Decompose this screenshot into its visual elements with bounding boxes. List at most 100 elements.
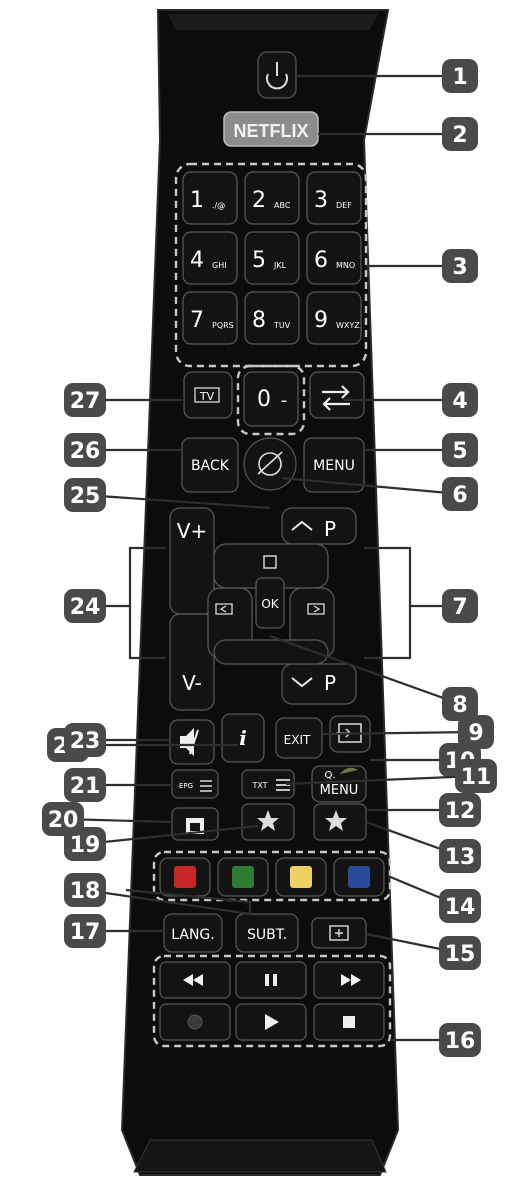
- key-digit: 7: [190, 308, 204, 333]
- record-button[interactable]: [160, 1004, 230, 1040]
- blue-button[interactable]: [334, 858, 384, 896]
- rewind-button[interactable]: [160, 962, 230, 998]
- info-button[interactable]: i: [222, 714, 264, 762]
- callout-number: 4: [452, 389, 467, 414]
- key-digit: 6: [314, 248, 328, 273]
- green-button[interactable]: [218, 858, 268, 896]
- power-button[interactable]: [258, 52, 296, 98]
- key-letters: ABC: [274, 201, 291, 210]
- screen-button[interactable]: [312, 918, 366, 948]
- q-menu-button[interactable]: Q. MENU: [312, 766, 366, 802]
- key-letters: JKL: [273, 261, 287, 270]
- epg-button[interactable]: EPG: [172, 770, 218, 798]
- internet-button[interactable]: [244, 438, 296, 490]
- key-digit: 4: [190, 248, 204, 273]
- callout-number: 15: [445, 942, 476, 967]
- callout-number: 7: [452, 595, 467, 620]
- yellow-button-swatch: [290, 866, 312, 888]
- key-letters: PQRS: [212, 321, 234, 330]
- remote-top-bevel: [168, 14, 378, 30]
- swap-button[interactable]: [310, 372, 364, 418]
- key-1-button[interactable]: 1./@: [183, 172, 237, 224]
- callout-24: 24: [64, 589, 130, 623]
- key-letters: TUV: [273, 321, 291, 330]
- callout-number: 16: [445, 1029, 476, 1054]
- lang-label: LANG.: [171, 927, 214, 943]
- vol-plus-label: V+: [177, 519, 207, 543]
- callout-number: 19: [70, 833, 101, 858]
- yellow-button[interactable]: [276, 858, 326, 896]
- nav-down-button[interactable]: [214, 640, 328, 664]
- exit-button[interactable]: EXIT: [276, 718, 322, 758]
- exit-label: EXIT: [284, 733, 311, 747]
- callout-16: 16: [390, 1023, 481, 1057]
- callout-number: 12: [445, 799, 476, 824]
- callout-7: 7: [410, 589, 478, 623]
- vol-plus-button[interactable]: V+: [170, 508, 214, 614]
- ok-button[interactable]: OK: [256, 578, 284, 628]
- callout-number: 21: [70, 774, 101, 799]
- key-letters: GHI: [212, 261, 227, 270]
- info-label: i: [239, 726, 247, 750]
- callout-number: 8: [452, 693, 467, 718]
- q-menu-label: MENU: [320, 783, 359, 798]
- key-letters: ./@: [212, 201, 225, 210]
- nav-down-button-shape: [214, 640, 328, 664]
- prog-down-button-shape: [282, 664, 356, 704]
- ok-label: OK: [261, 597, 279, 611]
- fast-forward-button[interactable]: [314, 962, 384, 998]
- pause-button-shape: [236, 962, 306, 998]
- mute-button[interactable]: [170, 720, 214, 764]
- subt-label: SUBT.: [247, 927, 287, 943]
- callout-number: 23: [70, 729, 101, 754]
- key-digit: 3: [314, 188, 328, 213]
- stop-icon: [343, 1016, 355, 1028]
- key-letters: DEF: [336, 201, 352, 210]
- play-button[interactable]: [236, 1004, 306, 1040]
- swap-button-shape: [310, 372, 364, 418]
- callout-3: 3: [366, 249, 478, 283]
- callout-number: 13: [445, 845, 476, 870]
- prog-up-button[interactable]: P: [282, 508, 356, 544]
- pause-button[interactable]: [236, 962, 306, 998]
- stop-button[interactable]: [314, 1004, 384, 1040]
- callout-14: 14: [388, 876, 481, 923]
- red-button[interactable]: [160, 858, 210, 896]
- tv-button[interactable]: TV: [184, 372, 232, 418]
- key-digit: 8: [252, 308, 266, 333]
- callout-number: 25: [70, 484, 101, 509]
- back-button[interactable]: BACK: [182, 438, 238, 492]
- key-digit: 0: [257, 387, 271, 412]
- key-0-button[interactable]: 0-: [244, 372, 298, 426]
- key-letters: MNO: [336, 261, 355, 270]
- red-button-swatch: [174, 866, 196, 888]
- callout-number: 9: [468, 721, 483, 746]
- key-letters: WXYZ: [336, 321, 360, 330]
- back-label: BACK: [191, 458, 230, 474]
- key-digit: 2: [252, 188, 266, 213]
- subt-button[interactable]: SUBT.: [236, 914, 298, 952]
- q-menu-q-label: Q.: [324, 770, 335, 781]
- prog-up-label: P: [324, 517, 336, 541]
- callout-number: 3: [452, 255, 467, 280]
- key-digit: 9: [314, 308, 328, 333]
- favourites-button[interactable]: [242, 804, 294, 840]
- lang-button[interactable]: LANG.: [164, 914, 222, 952]
- menu-label: MENU: [313, 458, 355, 474]
- blue-button-swatch: [348, 866, 370, 888]
- prog-down-button[interactable]: P: [282, 664, 356, 704]
- my-button[interactable]: [314, 804, 366, 840]
- netflix-button[interactable]: NETFLIX: [224, 112, 318, 146]
- tv-label: TV: [199, 390, 215, 403]
- key-zero-suffix: -: [281, 390, 288, 411]
- callout-number: 24: [70, 595, 101, 620]
- prog-up-button-shape: [282, 508, 356, 544]
